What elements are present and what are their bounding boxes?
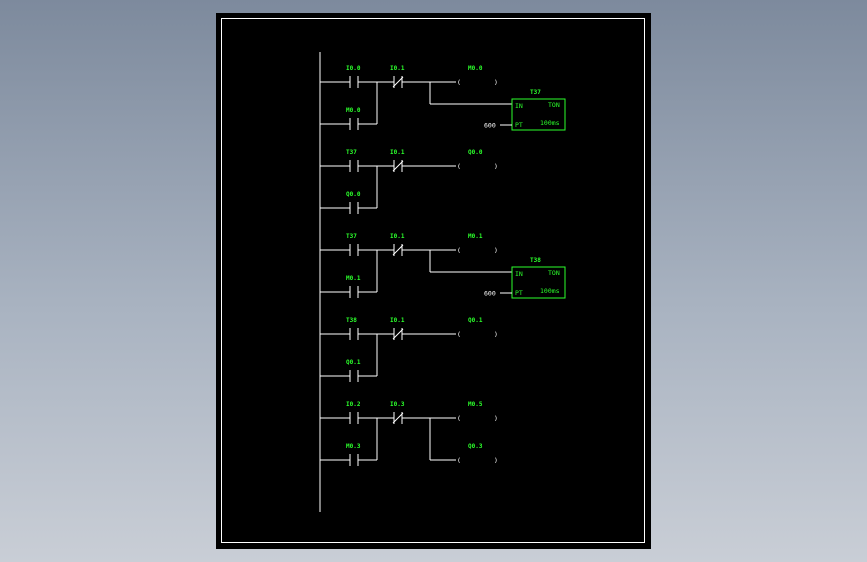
coil-label: M0.1 [468,233,483,240]
coil-right: ) [494,79,498,87]
timer-type: TON [548,101,560,109]
coil-label: M0.5 [468,401,483,408]
coil-label: Q0.0 [468,149,483,156]
timer-preset: 600 [484,290,496,298]
coil-right: ) [494,331,498,339]
contact-label: I0.1 [390,65,405,72]
timer-block [511,266,566,299]
timer-name: T37 [530,89,541,96]
contact-label: I0.1 [390,233,405,240]
timer-pt-label: PT [515,121,523,129]
contact-label: M0.0 [346,107,361,114]
timer-base: 100ms [540,287,560,295]
contact-label: T37 [346,233,357,240]
coil-left: ( [457,457,461,465]
contact-label: T38 [346,317,357,324]
contact-label: I0.2 [346,401,361,408]
contact-slash [392,328,404,340]
timer-name: T38 [530,257,541,264]
contact-slash [392,244,404,256]
contact-slash [392,160,404,172]
contact-label: I0.1 [390,317,405,324]
contact-label: I0.1 [390,149,405,156]
timer-preset: 600 [484,122,496,130]
coil-left: ( [457,79,461,87]
coil-left: ( [457,415,461,423]
contact-slash [392,76,404,88]
coil-left: ( [457,331,461,339]
coil-left: ( [457,163,461,171]
contact-label: I0.0 [346,65,361,72]
coil-label: M0.0 [468,65,483,72]
timer-block [511,98,566,131]
timer-in-label: IN [515,270,523,278]
coil-label: Q0.1 [468,317,483,324]
timer-pt-label: PT [515,289,523,297]
timer-in-label: IN [515,102,523,110]
coil-right: ) [494,415,498,423]
contact-label: I0.3 [390,401,405,408]
coil-right: ) [494,247,498,255]
contact-label: Q0.0 [346,191,361,198]
contact-label: T37 [346,149,357,156]
contact-slash [392,412,404,424]
contact-label: M0.3 [346,443,361,450]
timer-type: TON [548,269,560,277]
coil-right: ) [494,163,498,171]
timer-base: 100ms [540,119,560,127]
contact-label: Q0.1 [346,359,361,366]
coil-left: ( [457,247,461,255]
contact-label: M0.1 [346,275,361,282]
coil-right: ) [494,457,498,465]
coil-label: Q0.3 [468,443,483,450]
